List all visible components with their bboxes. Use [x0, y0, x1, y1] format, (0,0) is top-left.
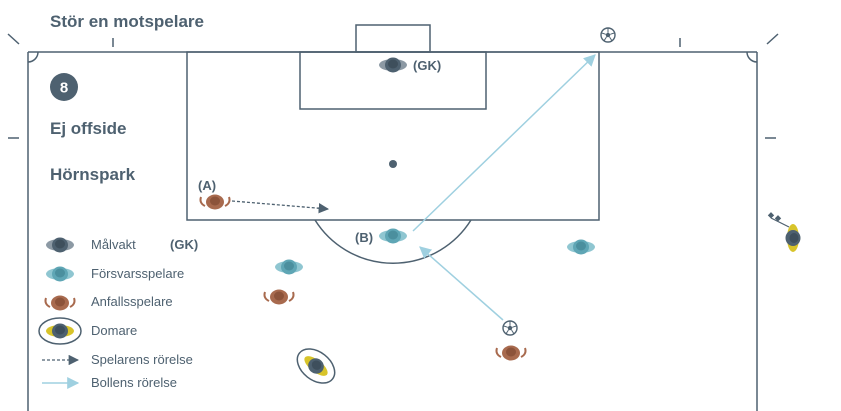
- penalty-arc: [314, 219, 472, 264]
- legend-attacker-icon: [44, 294, 76, 312]
- goalkeeper-player: [379, 57, 407, 73]
- diagram-title: Stör en motspelare: [50, 12, 204, 31]
- player-a-movement-arrow: [231, 200, 330, 214]
- defender-player-b: [379, 228, 407, 244]
- goal: [355, 24, 431, 53]
- player-a-label: (A): [198, 178, 216, 193]
- outer-mark-top-right: [766, 33, 779, 45]
- ball-path-to-goal: [412, 54, 596, 232]
- attacker-player-a: [199, 193, 231, 211]
- legend-goalkeeper-tag: (GK): [170, 237, 198, 252]
- restart-type: Hörnspark: [50, 165, 136, 184]
- legend-referee-label: Domare: [91, 323, 137, 338]
- legend-goalkeeper-icon: [46, 237, 74, 253]
- pitch: [7, 24, 779, 411]
- situation-number-badge: [50, 73, 78, 101]
- goalkeeper-tag: (GK): [413, 58, 441, 73]
- legend-attacker-label: Anfallsspelare: [91, 294, 173, 309]
- assistant-referee: [767, 212, 801, 252]
- player-b-label: (B): [355, 230, 373, 245]
- legend-ball-movement-label: Bollens rörelse: [91, 375, 177, 390]
- legend-player-movement-label: Spelarens rörelse: [91, 352, 193, 367]
- penalty-area: [186, 51, 600, 221]
- corner-arc-right: [746, 51, 758, 63]
- football-icon: [600, 27, 616, 43]
- corner-arc-left: [27, 51, 39, 63]
- defender-player: [275, 259, 303, 275]
- corner-flag-icon: [767, 212, 790, 228]
- outer-mark-top-left: [7, 33, 20, 45]
- legend-defender-label: Försvarsspelare: [91, 266, 184, 281]
- ball-path-corner-kick: [419, 246, 504, 321]
- referee-on-field: [296, 348, 336, 384]
- offside-verdict: Ej offside: [50, 119, 127, 138]
- football-icon: [502, 320, 518, 336]
- goal-area: [299, 51, 487, 110]
- situation-number: 8: [60, 80, 68, 97]
- legend-defender-icon: [46, 266, 74, 282]
- legend-referee-icon: [38, 317, 82, 345]
- attacker-player: [263, 288, 295, 306]
- attacker-corner-taker: [495, 344, 527, 362]
- legend: Målvakt (GK) Försvarsspelare Anfallsspel…: [38, 237, 198, 390]
- penalty-spot: [389, 160, 397, 168]
- legend-goalkeeper-label: Målvakt: [91, 237, 136, 252]
- defender-player: [567, 239, 595, 255]
